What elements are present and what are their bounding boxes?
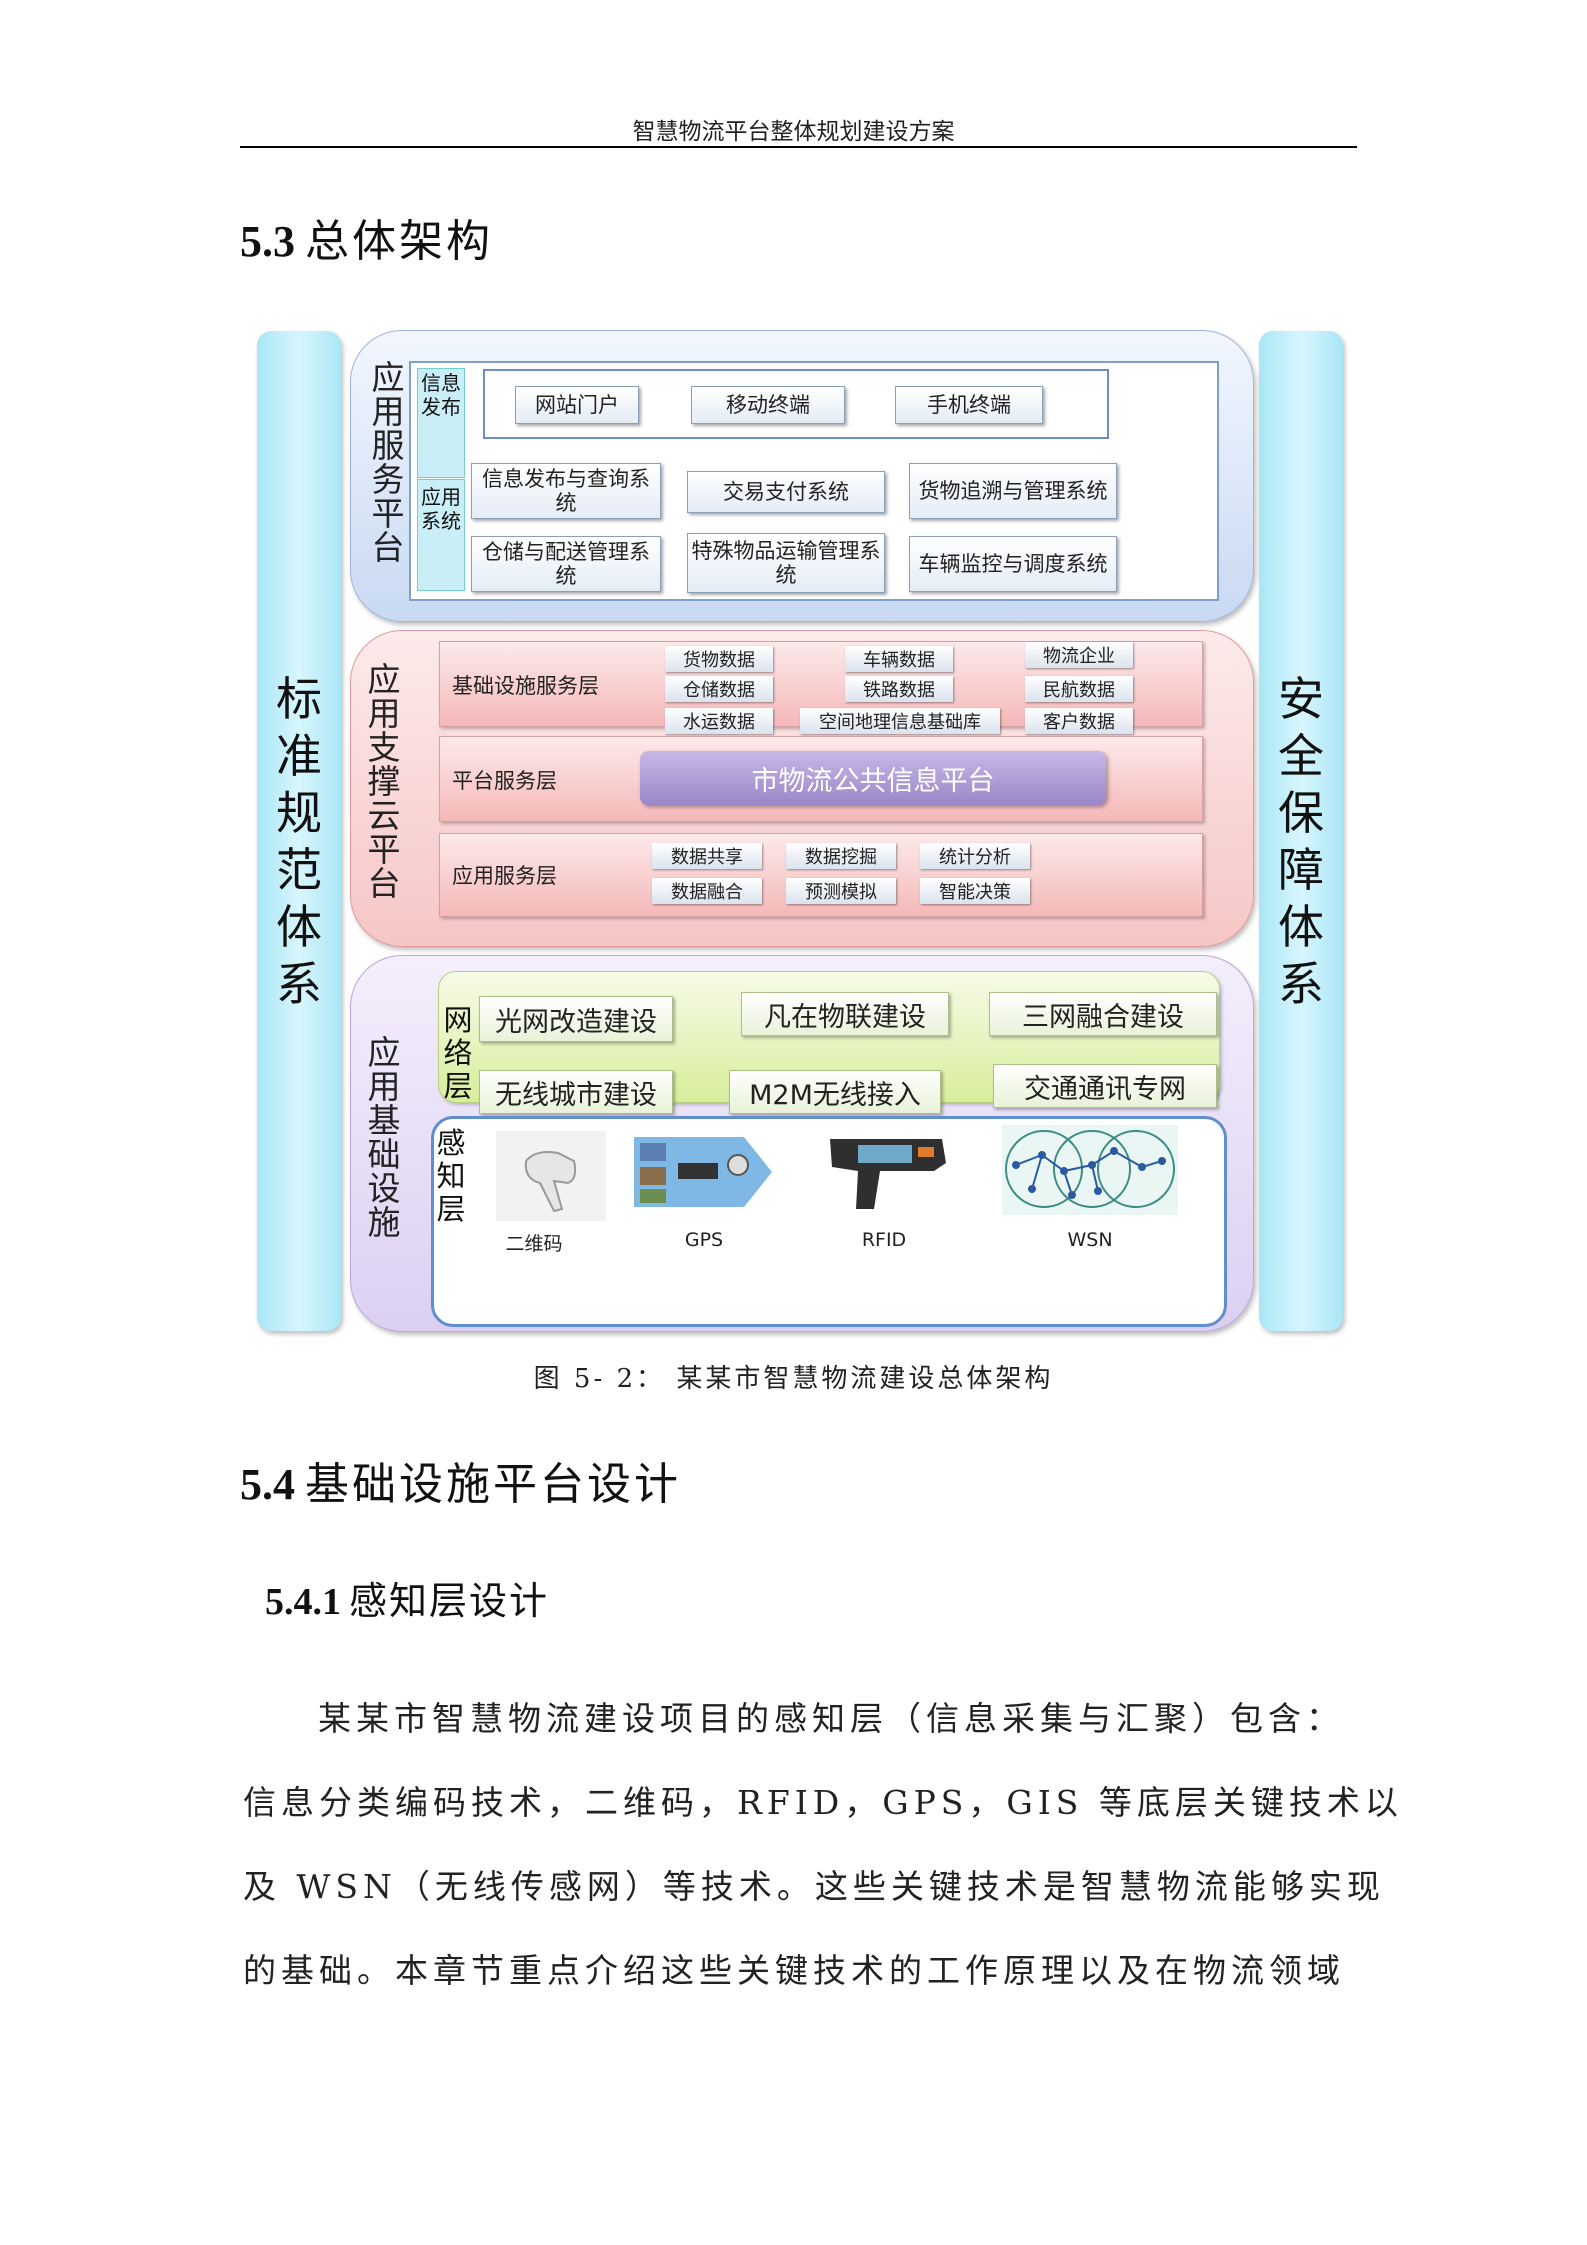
infrastructure-label: 应用基础设施 [367, 1033, 401, 1242]
app-system-label: 应用系统 [421, 485, 461, 533]
header-rule [240, 146, 1357, 148]
app-service-layer: 应用服务层 数据共享 数据挖掘 统计分析 数据融合 预测模拟 智能决策 [439, 833, 1203, 917]
info-publish-label: 信息发布 [421, 371, 461, 419]
tag-railway-data: 铁路数据 [845, 676, 953, 702]
barcode-scanner-icon [496, 1131, 606, 1221]
tag-aviation-data: 民航数据 [1025, 676, 1133, 702]
security-column-label: 安全保障体系 [1278, 672, 1324, 1011]
net-iot-build: 凡在物联建设 [741, 992, 949, 1036]
system-trade-payment: 交易支付系统 [687, 471, 885, 513]
network-layer: 网络层 光网改造建设 凡在物联建设 三网融合建设 无线城市建设 M2M无线接入 … [438, 971, 1220, 1114]
paragraph-line-1: 某某市智慧物流建设项目的感知层（信息采集与汇聚）包含： [318, 1699, 1344, 1738]
app-service-layer-name: 应用服务层 [452, 864, 557, 888]
sensor-rfid-label: RFID [861, 1229, 907, 1251]
platform-service-layer: 平台服务层 市物流公共信息平台 [439, 736, 1203, 822]
sensor-qr-label: 二维码 [505, 1233, 563, 1255]
paragraph-line-3: 及 WSN（无线传感网）等技术。这些关键技术是智慧物流能够实现 [243, 1867, 1385, 1906]
portal-phone-terminal: 手机终端 [895, 386, 1043, 424]
infra-service-layer-name: 基础设施服务层 [452, 674, 599, 698]
tag-data-mining: 数据挖掘 [786, 843, 896, 869]
gps-icon [634, 1137, 772, 1207]
net-wireless-city: 无线城市建设 [479, 1070, 673, 1114]
tag-geo-info-base: 空间地理信息基础库 [800, 708, 1000, 734]
section-5-4-title: 基础设施平台设计 [305, 1459, 681, 1510]
info-publish-tab: 信息发布 [417, 368, 465, 478]
standards-column: 标准规范体系 [257, 331, 341, 1331]
system-warehouse-delivery: 仓储与配送管理系统 [471, 536, 661, 592]
tag-water-data: 水运数据 [665, 708, 773, 734]
net-traffic-private: 交通通讯专网 [993, 1064, 1217, 1108]
sensor-wsn-label: WSN [1067, 1229, 1113, 1251]
tag-cargo-data: 货物数据 [665, 646, 773, 672]
standards-column-label: 标准规范体系 [276, 672, 322, 1011]
rfid-reader-icon [830, 1139, 946, 1209]
app-service-platform-band: 应用服务平台 信息发布 应用系统 网站门户 移动终端 手机终端 信息发布与查询系… [350, 330, 1254, 622]
tag-logistics-enterprise: 物流企业 [1025, 642, 1133, 668]
net-optical-upgrade: 光网改造建设 [479, 996, 673, 1042]
page-header-title: 智慧物流平台整体规划建设方案 [632, 119, 955, 145]
app-service-platform-label: 应用服务平台 [371, 358, 405, 567]
system-special-goods: 特殊物品运输管理系统 [687, 533, 885, 593]
platform-service-layer-name: 平台服务层 [452, 769, 557, 793]
section-5-4-1-title: 感知层设计 [349, 1579, 550, 1623]
system-info-publish-query: 信息发布与查询系统 [471, 463, 661, 519]
sensing-layer-label: 感知层 [436, 1126, 466, 1226]
section-5-3-number: 5.3 [240, 217, 295, 266]
tag-warehouse-data: 仓储数据 [665, 676, 773, 702]
infra-service-layer: 基础设施服务层 货物数据 车辆数据 物流企业 仓储数据 铁路数据 民航数据 水运… [439, 641, 1203, 734]
support-cloud-band: 应用支撑云平台 基础设施服务层 货物数据 车辆数据 物流企业 仓储数据 铁路数据… [350, 630, 1254, 947]
tag-forecast-sim: 预测模拟 [786, 878, 896, 904]
paragraph-line-4: 的基础。本章节重点介绍这些关键技术的工作原理以及在物流领域 [243, 1951, 1345, 1990]
support-cloud-label: 应用支撑云平台 [367, 660, 401, 903]
tag-vehicle-data: 车辆数据 [845, 646, 953, 672]
portal-mobile-terminal: 移动终端 [691, 386, 845, 424]
section-5-4-number: 5.4 [240, 1460, 295, 1509]
section-5-3-title: 总体架构 [305, 216, 493, 267]
architecture-diagram: 标准规范体系 安全保障体系 应用服务平台 信息发布 应用系统 网站门户 移动终端… [255, 325, 1347, 1340]
sensing-layer: 感知层 二维码 GPS RFID [431, 1116, 1227, 1327]
tag-statistics: 统计分析 [920, 843, 1030, 869]
sensor-gps-label: GPS [684, 1229, 724, 1251]
infrastructure-band: 应用基础设施 网络层 光网改造建设 凡在物联建设 三网融合建设 无线城市建设 M… [350, 955, 1254, 1332]
tag-smart-decision: 智能决策 [920, 878, 1030, 904]
app-system-tab: 应用系统 [417, 479, 465, 591]
portal-website: 网站门户 [515, 386, 639, 424]
security-column: 安全保障体系 [1259, 331, 1343, 1331]
system-vehicle-monitor: 车辆监控与调度系统 [909, 536, 1117, 592]
tag-data-fusion: 数据融合 [652, 878, 762, 904]
public-info-platform: 市物流公共信息平台 [640, 751, 1106, 805]
net-m2m-access: M2M无线接入 [729, 1070, 941, 1114]
net-triple-convergence: 三网融合建设 [989, 992, 1217, 1036]
wsn-network-icon [1002, 1125, 1178, 1215]
tag-data-sharing: 数据共享 [652, 843, 762, 869]
system-cargo-trace: 货物追溯与管理系统 [909, 463, 1117, 519]
section-5-4-1-number: 5.4.1 [265, 1581, 341, 1623]
network-layer-label: 网络层 [443, 1003, 473, 1103]
figure-caption: 图 5- 2： 某某市智慧物流建设总体架构 [533, 1364, 1054, 1394]
tag-customer-data: 客户数据 [1025, 708, 1133, 734]
paragraph-line-2: 信息分类编码技术，二维码，RFID，GPS，GIS 等底层关键技术以 [243, 1783, 1403, 1822]
